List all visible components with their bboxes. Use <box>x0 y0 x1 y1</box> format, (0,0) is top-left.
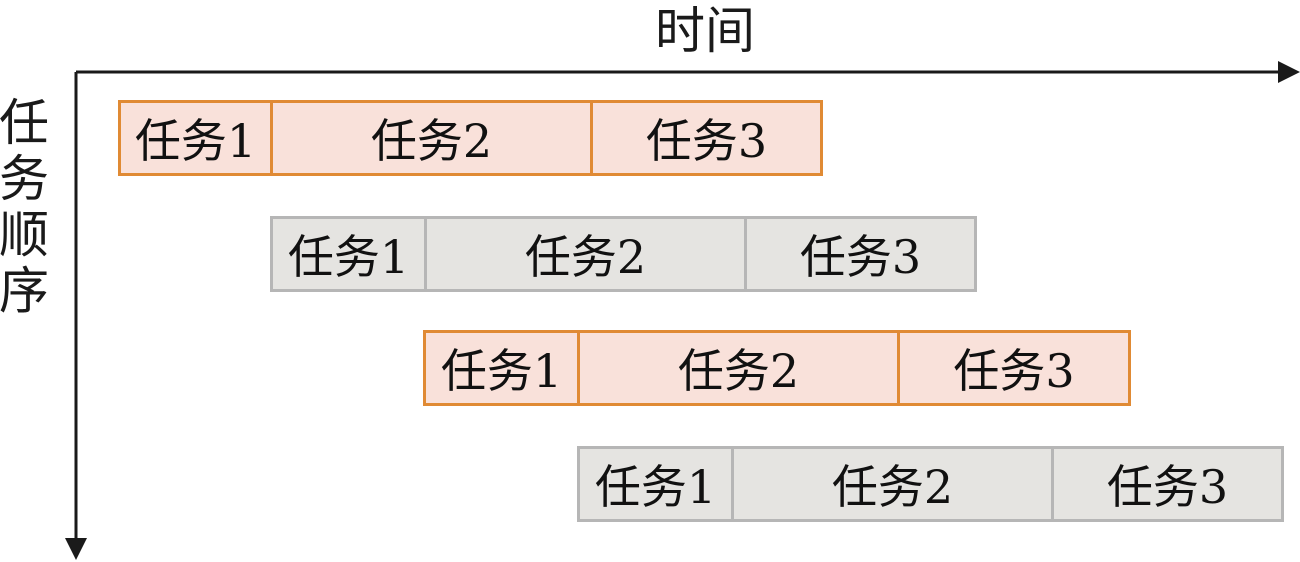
task-row-1: 任务1 任务2 任务3 <box>118 100 823 176</box>
y-axis-arrow-icon <box>65 538 87 560</box>
task-row-4: 任务1 任务2 任务3 <box>577 446 1284 522</box>
task-box-1: 任务1 <box>270 216 427 292</box>
task-box-3: 任务3 <box>590 100 823 176</box>
task-box-2: 任务2 <box>424 216 747 292</box>
y-axis-label: 任务顺序 <box>0 96 49 320</box>
task-box-1: 任务1 <box>423 330 580 406</box>
task-box-3: 任务3 <box>744 216 977 292</box>
task-box-2: 任务2 <box>270 100 593 176</box>
task-row-3: 任务1 任务2 任务3 <box>423 330 1131 406</box>
task-box-1: 任务1 <box>118 100 273 176</box>
x-axis-arrow-icon <box>1278 61 1300 83</box>
task-box-2: 任务2 <box>731 446 1054 522</box>
task-box-3: 任务3 <box>1051 446 1284 522</box>
task-box-1: 任务1 <box>577 446 734 522</box>
task-row-2: 任务1 任务2 任务3 <box>270 216 977 292</box>
task-box-3: 任务3 <box>897 330 1131 406</box>
x-axis-label: 时间 <box>655 2 755 60</box>
task-box-2: 任务2 <box>577 330 900 406</box>
